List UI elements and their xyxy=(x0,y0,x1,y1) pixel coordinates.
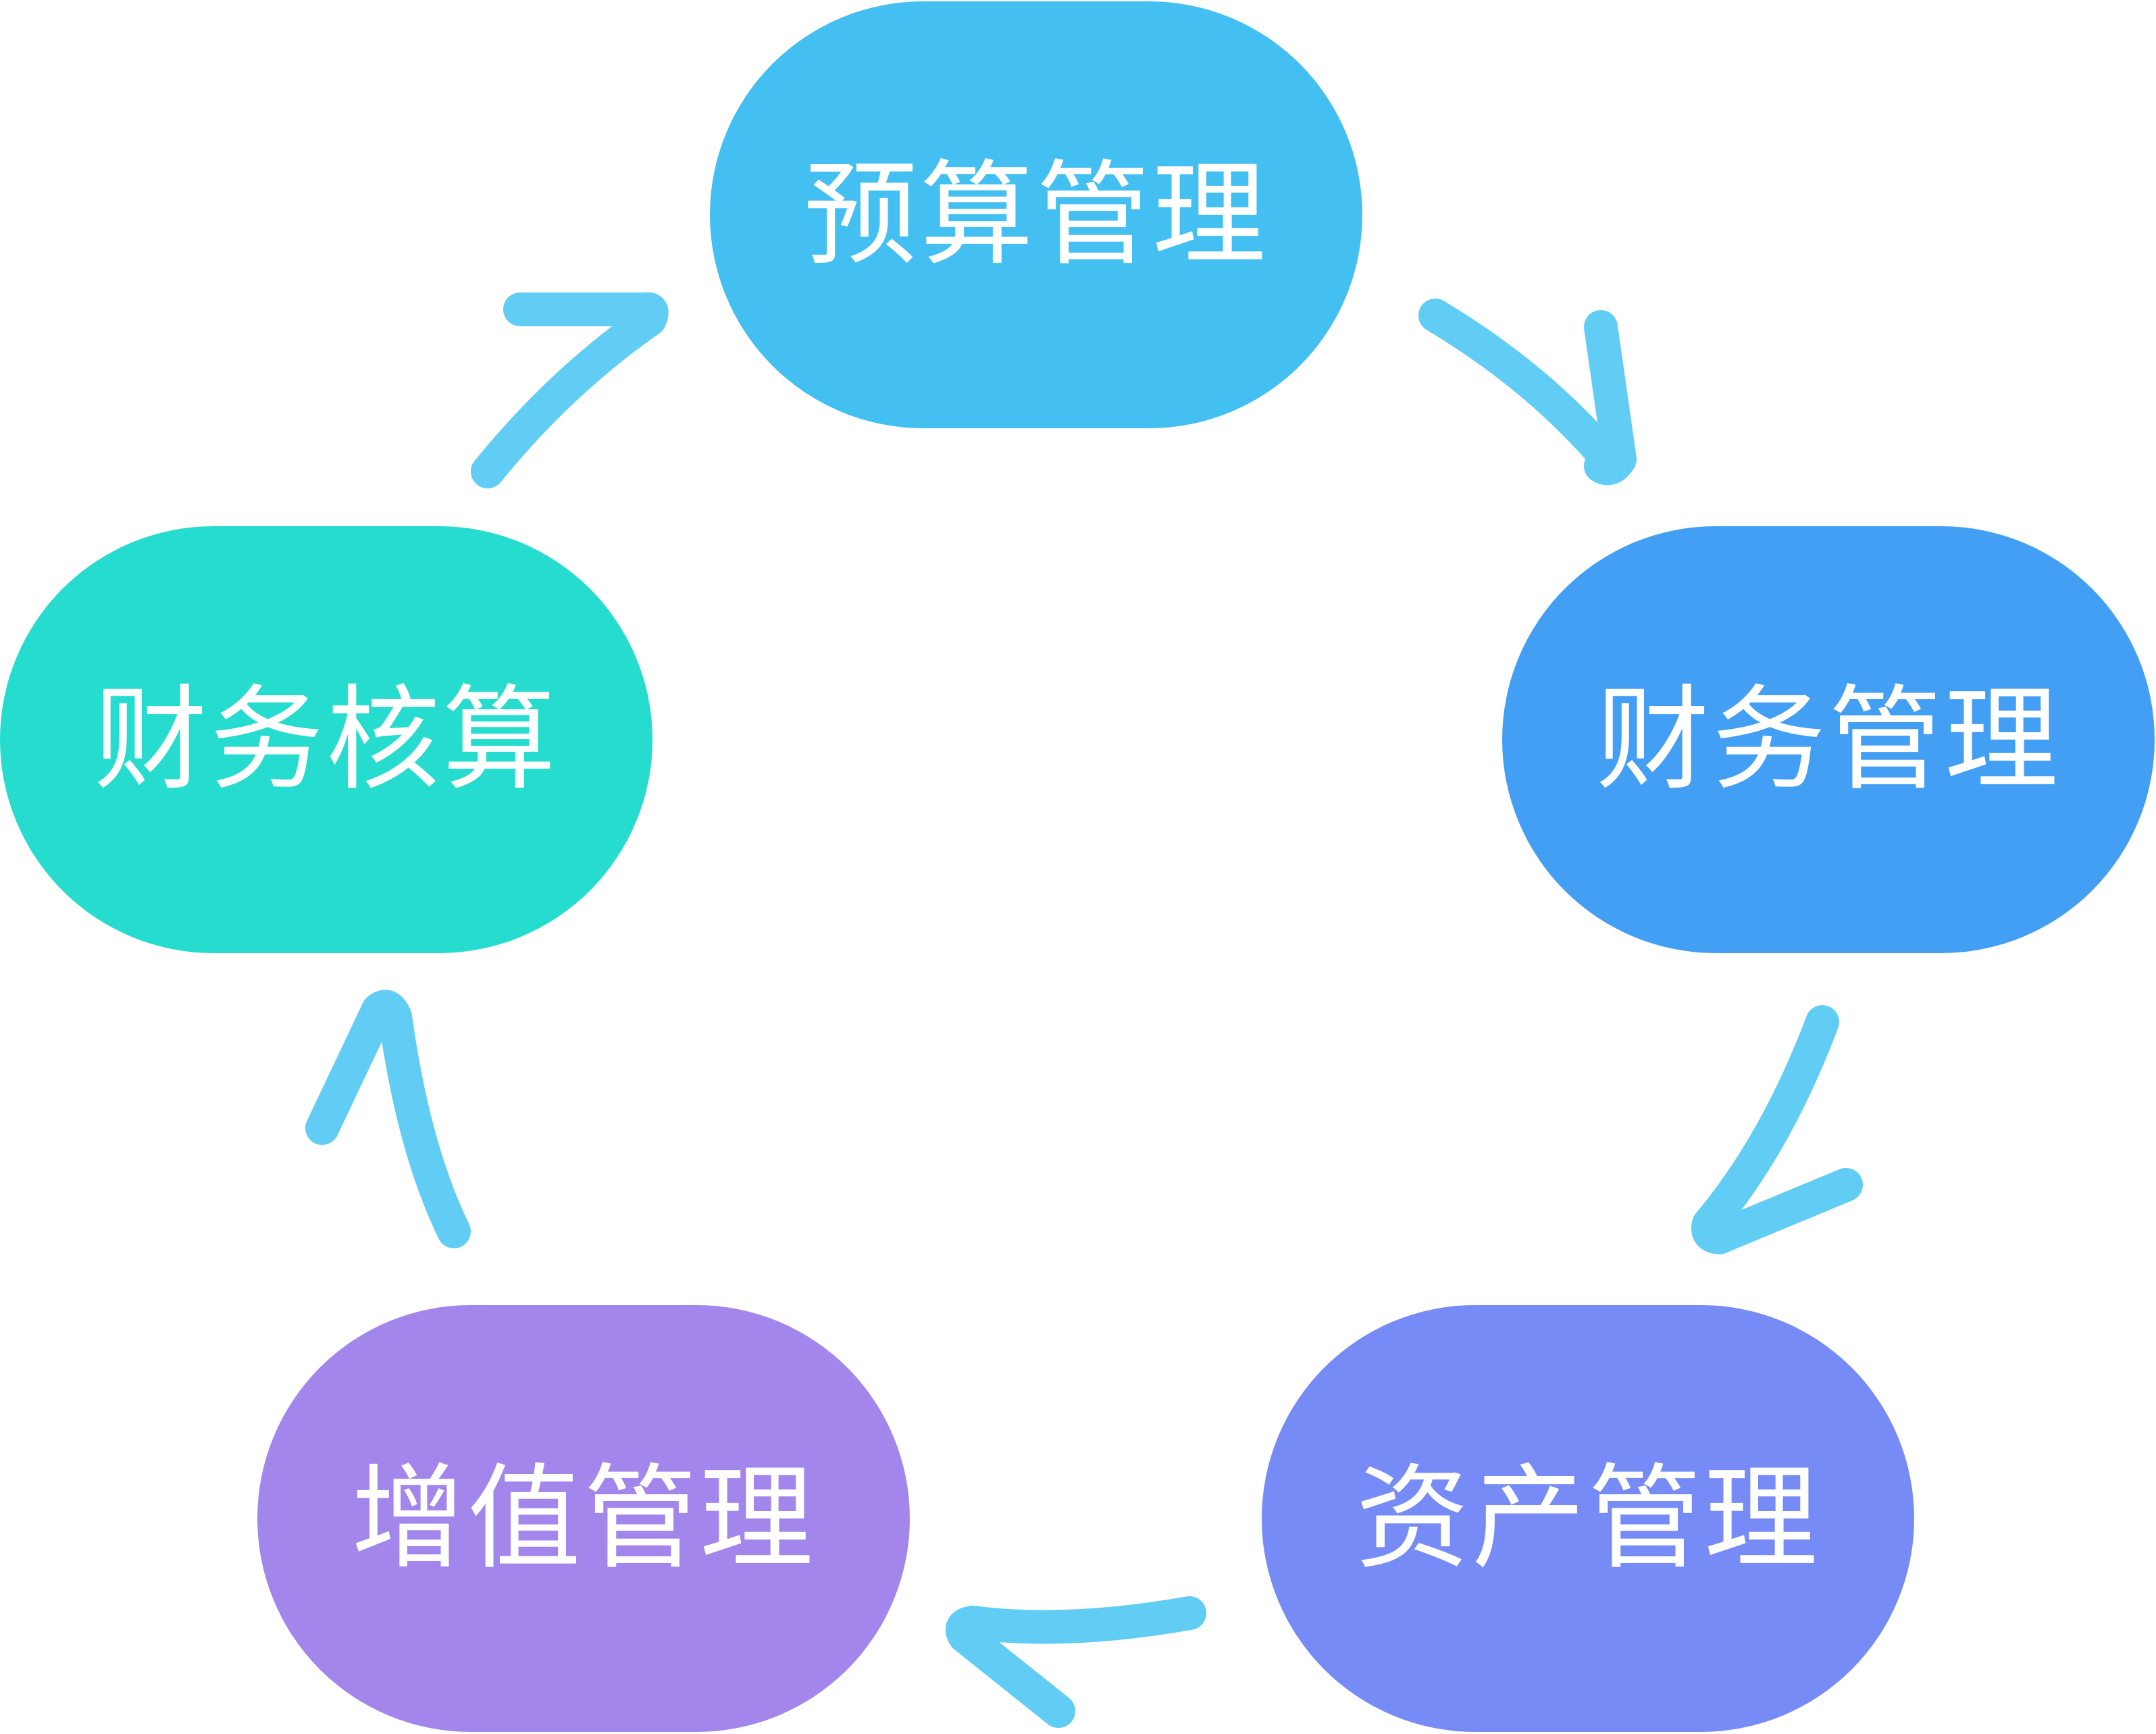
arrow-asset-to-value xyxy=(946,1596,1206,1728)
node-label: 财务管理 xyxy=(1596,673,2061,806)
arrow-value-to-account xyxy=(305,990,471,1248)
node-label: 预算管理 xyxy=(804,149,1268,281)
node-label: 财务核算 xyxy=(94,673,559,806)
node-value-added-management[interactable]: 增值管理 xyxy=(257,1305,910,1732)
arrow-budget-to-finance xyxy=(1418,299,1637,486)
arrow-account-to-budget xyxy=(471,292,669,488)
node-asset-management[interactable]: 资产管理 xyxy=(1262,1305,1914,1732)
node-financial-accounting[interactable]: 财务核算 xyxy=(0,526,652,953)
node-label: 增值管理 xyxy=(351,1452,816,1585)
node-label: 资产管理 xyxy=(1356,1452,1820,1585)
arrow-finance-to-asset xyxy=(1691,1005,1863,1254)
node-financial-management[interactable]: 财务管理 xyxy=(1502,526,2155,953)
node-budget-management[interactable]: 预算管理 xyxy=(710,1,1362,428)
